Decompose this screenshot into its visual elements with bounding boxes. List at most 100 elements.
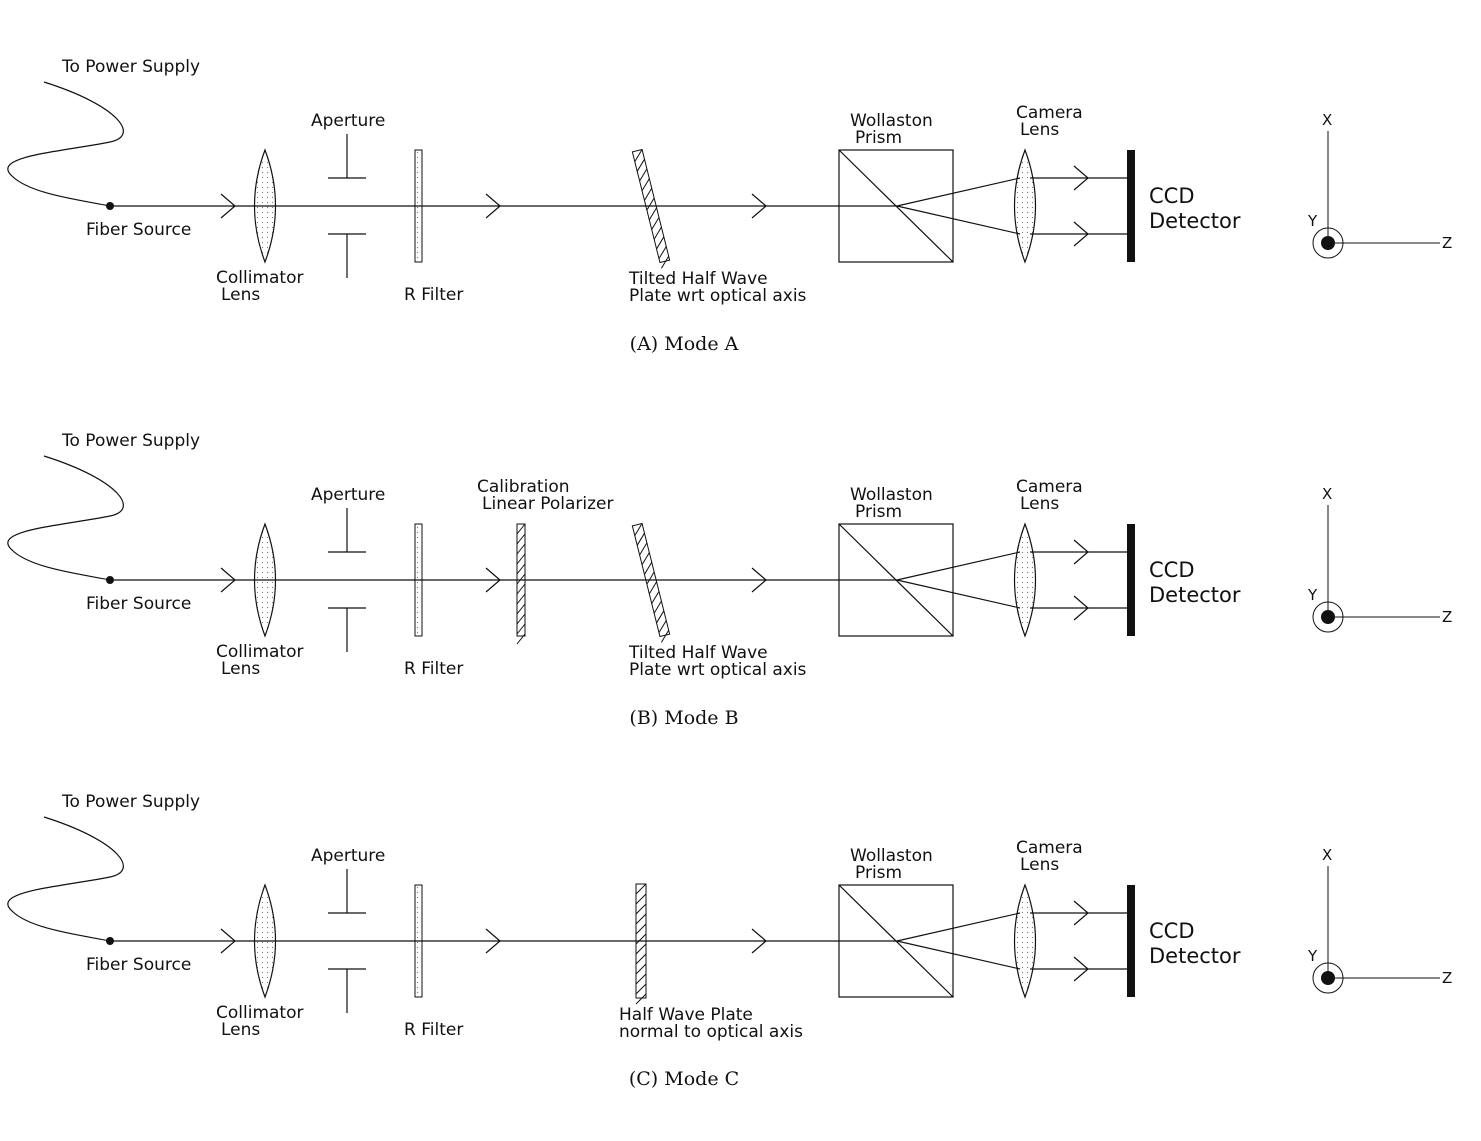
polarizer-plate [516,523,526,637]
wave-plate-hatch [635,983,647,995]
x-axis-label: X [1322,485,1332,503]
wave-plate-hatch [648,581,658,595]
coordinate-axes: XYZ [1307,111,1452,259]
camera-label-line1: Camera [1016,103,1083,123]
wave-plate-hatch [635,893,647,905]
fiber-cable [7,81,124,207]
waveplate-label-line2: normal to optical axis [619,1022,803,1042]
polarizer-hatch [516,623,526,635]
prism-label-line2: Prism [855,128,902,148]
split-beam-lower [896,579,1021,609]
polarizer-hatch [516,603,526,615]
tilted-half-wave-plate [631,522,671,643]
wave-plate-hatch [644,188,653,201]
y-axis-dot [1321,971,1335,985]
arrowhead [485,567,501,593]
detector-label-line1: CCD [1149,558,1195,582]
wollaston-prism [838,149,954,263]
waveplate-label-line1: Tilted Half Wave [628,269,768,289]
polarizer-hatch [516,563,526,575]
r-filter-label: R Filter [404,659,463,679]
y-axis-ring [1312,227,1344,259]
wave-plate-hatch [660,629,670,643]
wave-plate-hatch [651,217,660,230]
camera-lens [1013,522,1037,638]
fiber-source-label: Fiber Source [86,220,191,240]
collimator-lens [253,148,277,264]
wave-plate-body [631,148,671,264]
camera-lens [1013,883,1037,999]
arrowhead [1073,595,1089,621]
collimator-label-line2: Lens [221,659,260,679]
r-filter [414,884,423,998]
wave-plate-body [631,522,671,638]
fiber-source-label: Fiber Source [86,955,191,975]
wave-plate-hatch [646,197,655,211]
wave-plate-hatch [641,178,650,191]
wave-plate-hatch [658,620,667,633]
arrowhead [1073,221,1089,247]
panel-caption: (B) Mode B [629,707,738,729]
wave-plate-hatch [639,542,648,556]
prism-interface [838,523,954,637]
wave-plate-hatch [639,168,648,182]
wollaston-prism [838,523,954,637]
z-axis-label: Z [1442,234,1452,252]
tilted-half-wave-plate [631,148,671,269]
wave-plate-hatch [635,963,647,975]
arrowhead [1073,900,1089,926]
z-axis-label: Z [1442,969,1452,987]
wave-plate-hatch [636,158,645,172]
wave-plate-hatch [656,236,665,250]
arrowhead [1073,539,1089,565]
wollaston-prism [838,884,954,998]
ccd-detector [1127,885,1135,997]
fiber-cable [7,455,124,581]
arrowhead [751,193,767,219]
collimator-label-line2: Lens [221,285,260,305]
collimator-label-line1: Collimator [216,1003,303,1023]
camera-label-line1: Camera [1016,477,1083,497]
detector-label-line1: CCD [1149,919,1195,943]
arrowhead [220,928,236,954]
wave-plate-hatch [635,903,647,915]
x-axis-label: X [1322,111,1332,129]
prism-label-line2: Prism [855,863,902,883]
split-beam-lower [896,940,1021,970]
y-axis-ring [1312,601,1344,633]
polarizer-hatch [516,553,526,565]
aperture-label: Aperture [311,846,385,866]
wave-plate-hatch [635,933,647,945]
waveplate-label-line2: Plate wrt optical axis [629,660,807,680]
wave-plate-hatch [634,149,643,162]
y-axis-dot [1321,610,1335,624]
detector-label-line2: Detector [1149,944,1241,968]
y-axis-ring [1312,962,1344,994]
wave-plate-hatch [636,532,645,546]
calibration-polarizer [516,523,526,645]
camera-label-line1: Camera [1016,838,1083,858]
polarizer-hatch [516,633,526,645]
prism-label-line1: Wollaston [850,111,933,131]
collimator-lens [253,883,277,999]
prism-label-line2: Prism [855,502,902,522]
arrowhead [751,567,767,593]
y-axis-label: Y [1307,586,1318,604]
prism-interface [838,884,954,998]
detector-label-line2: Detector [1149,583,1241,607]
split-beam-lower [896,205,1021,235]
wave-plate-hatch [635,923,647,935]
collimator-label-line2: Lens [221,1020,260,1040]
wave-plate-hatch [660,255,670,269]
wave-plate-hatch [653,600,662,614]
wave-plate-hatch [658,246,667,259]
camera-label-line2: Lens [1020,494,1059,514]
arrowhead [485,928,501,954]
coordinate-axes: XYZ [1307,846,1452,994]
prism-interface [838,149,954,263]
camera-lens [1013,148,1037,264]
arrowhead [485,193,501,219]
